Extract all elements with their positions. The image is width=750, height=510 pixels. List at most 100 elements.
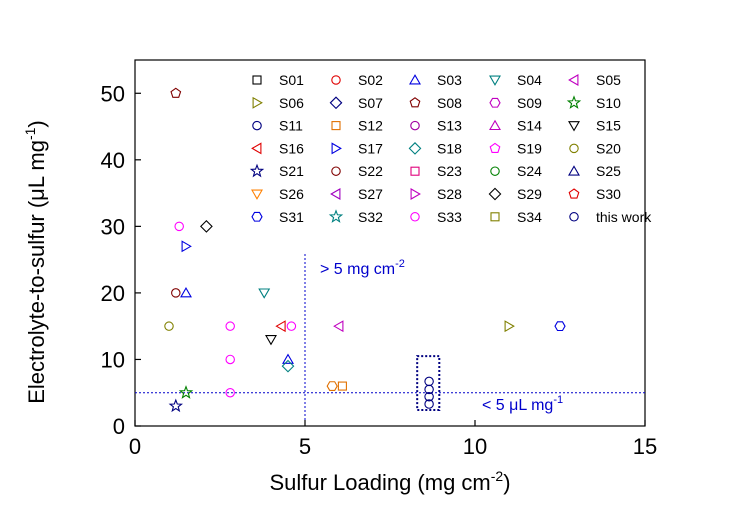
- legend-label: S07: [358, 95, 383, 111]
- legend-marker-s16: [251, 142, 262, 155]
- legend-marker-s04: [489, 75, 501, 86]
- data-point-this-work: [424, 391, 434, 402]
- data-point-s12: [337, 381, 347, 391]
- data-point-s03: [180, 287, 192, 298]
- legend-marker-s23: [410, 166, 420, 176]
- y-tick-label: 20: [101, 281, 125, 306]
- data-point-s33: [225, 354, 235, 365]
- legend-label: S12: [358, 118, 383, 134]
- legend-marker-s05: [568, 74, 579, 86]
- y-tick-label: 50: [101, 81, 125, 106]
- legend-label: S18: [437, 140, 462, 156]
- legend-label: S05: [596, 72, 621, 88]
- y-tick-label: 0: [113, 414, 125, 439]
- legend-label: S27: [358, 186, 383, 202]
- legend-marker-s24: [490, 166, 500, 176]
- data-point-s04: [258, 288, 271, 299]
- legend-marker-s02: [331, 75, 341, 85]
- annotation-lower-sup: -1: [553, 394, 563, 406]
- legend-label: S24: [517, 163, 542, 179]
- annotation-upper: > 5 mg cm-2: [320, 258, 405, 278]
- legend-label: this work: [596, 209, 652, 225]
- y-axis-label-mu: μ: [24, 188, 49, 201]
- legend-label: S09: [517, 95, 542, 111]
- legend-marker-s26: [251, 189, 263, 200]
- legend-marker-s22: [331, 166, 341, 176]
- data-point-s03: [282, 353, 294, 364]
- legend-label: S10: [596, 95, 621, 111]
- legend-marker-s32: [328, 209, 344, 223]
- legend-marker-s28: [410, 188, 421, 200]
- data-point-s21: [168, 398, 184, 413]
- data-points: [164, 87, 566, 413]
- annotation-upper-sup: -2: [395, 258, 405, 270]
- annotation-lower: < 5 μL mg-1: [482, 394, 563, 414]
- y-axis-label-end: ): [24, 120, 49, 127]
- data-point-s08: [170, 87, 182, 98]
- data-point-s22: [171, 288, 181, 298]
- reference-layer: [135, 253, 645, 426]
- legend-label: S02: [358, 72, 383, 88]
- legend-label: S25: [596, 163, 621, 179]
- y-axis-label: Electrolyte-to-sulfur (μL mg-1): [22, 120, 49, 404]
- y-axis-label-main: Electrolyte-to-sulfur (: [24, 200, 49, 404]
- legend-label: S19: [517, 140, 542, 156]
- legend-label: S32: [358, 209, 383, 225]
- legend-marker-s25: [568, 165, 580, 176]
- this-work-highlight-box: [416, 355, 441, 412]
- legend-marker-s07: [329, 96, 343, 110]
- legend-label: S16: [279, 140, 304, 156]
- data-point-s15: [265, 335, 277, 346]
- legend-marker-s33: [410, 212, 420, 222]
- y-axis-label-sup: -1: [22, 127, 38, 140]
- legend-marker-s06: [252, 96, 263, 109]
- x-axis-label-sup: -2: [491, 468, 504, 484]
- legend-marker-s31: [251, 211, 263, 222]
- legend-label: S22: [358, 163, 383, 179]
- y-tick-label: 10: [101, 347, 125, 372]
- plot-frame: [134, 59, 646, 427]
- legend-marker-s21: [249, 163, 265, 178]
- data-point-s33: [286, 321, 297, 331]
- y-axis-label-mid: L mg: [24, 140, 49, 188]
- annotation-lower-text: < 5 μL mg: [482, 397, 553, 414]
- data-point-s33: [225, 387, 235, 398]
- data-point-s29: [200, 219, 213, 233]
- legend-label: S29: [517, 186, 542, 202]
- legend-marker-s29: [488, 187, 502, 201]
- data-point-s31: [554, 321, 566, 332]
- x-tick-label: 5: [299, 434, 311, 459]
- legend-label: S01: [279, 72, 304, 88]
- data-point-s33: [225, 321, 235, 331]
- data-point-s06: [504, 320, 515, 333]
- x-axis-label-end: ): [503, 470, 510, 495]
- legend-marker-s13: [410, 120, 420, 131]
- data-point-this-work: [424, 399, 434, 409]
- legend-marker-s15: [568, 121, 580, 132]
- data-point-s10: [178, 385, 194, 399]
- legend-marker-s12: [331, 121, 341, 131]
- legend-label: S13: [437, 118, 462, 134]
- data-point-s05: [333, 320, 344, 333]
- legend-marker-s19: [489, 142, 501, 153]
- x-tick-label: 10: [463, 434, 487, 459]
- data-point-s17: [181, 240, 192, 253]
- legend-marker-s14: [489, 119, 501, 131]
- data-point-s16: [275, 320, 286, 333]
- legend-label: S21: [279, 163, 304, 179]
- legend-label: S26: [279, 186, 304, 202]
- legend-marker-s17: [331, 142, 342, 155]
- legend-marker-s03: [409, 74, 421, 85]
- x-axis-label-main: Sulfur Loading (mg cm: [269, 470, 490, 495]
- legend-label: S14: [517, 118, 542, 134]
- legend-marker-s20: [569, 143, 579, 154]
- legend-label: S06: [279, 95, 304, 111]
- legend-marker-s08: [409, 97, 421, 108]
- legend-label: S08: [437, 95, 462, 111]
- legend-label: S34: [517, 209, 542, 225]
- legend-label: S33: [437, 209, 462, 225]
- legend-marker-s18: [408, 142, 422, 155]
- y-tick-label: 40: [101, 148, 125, 173]
- legend-label: S31: [279, 209, 304, 225]
